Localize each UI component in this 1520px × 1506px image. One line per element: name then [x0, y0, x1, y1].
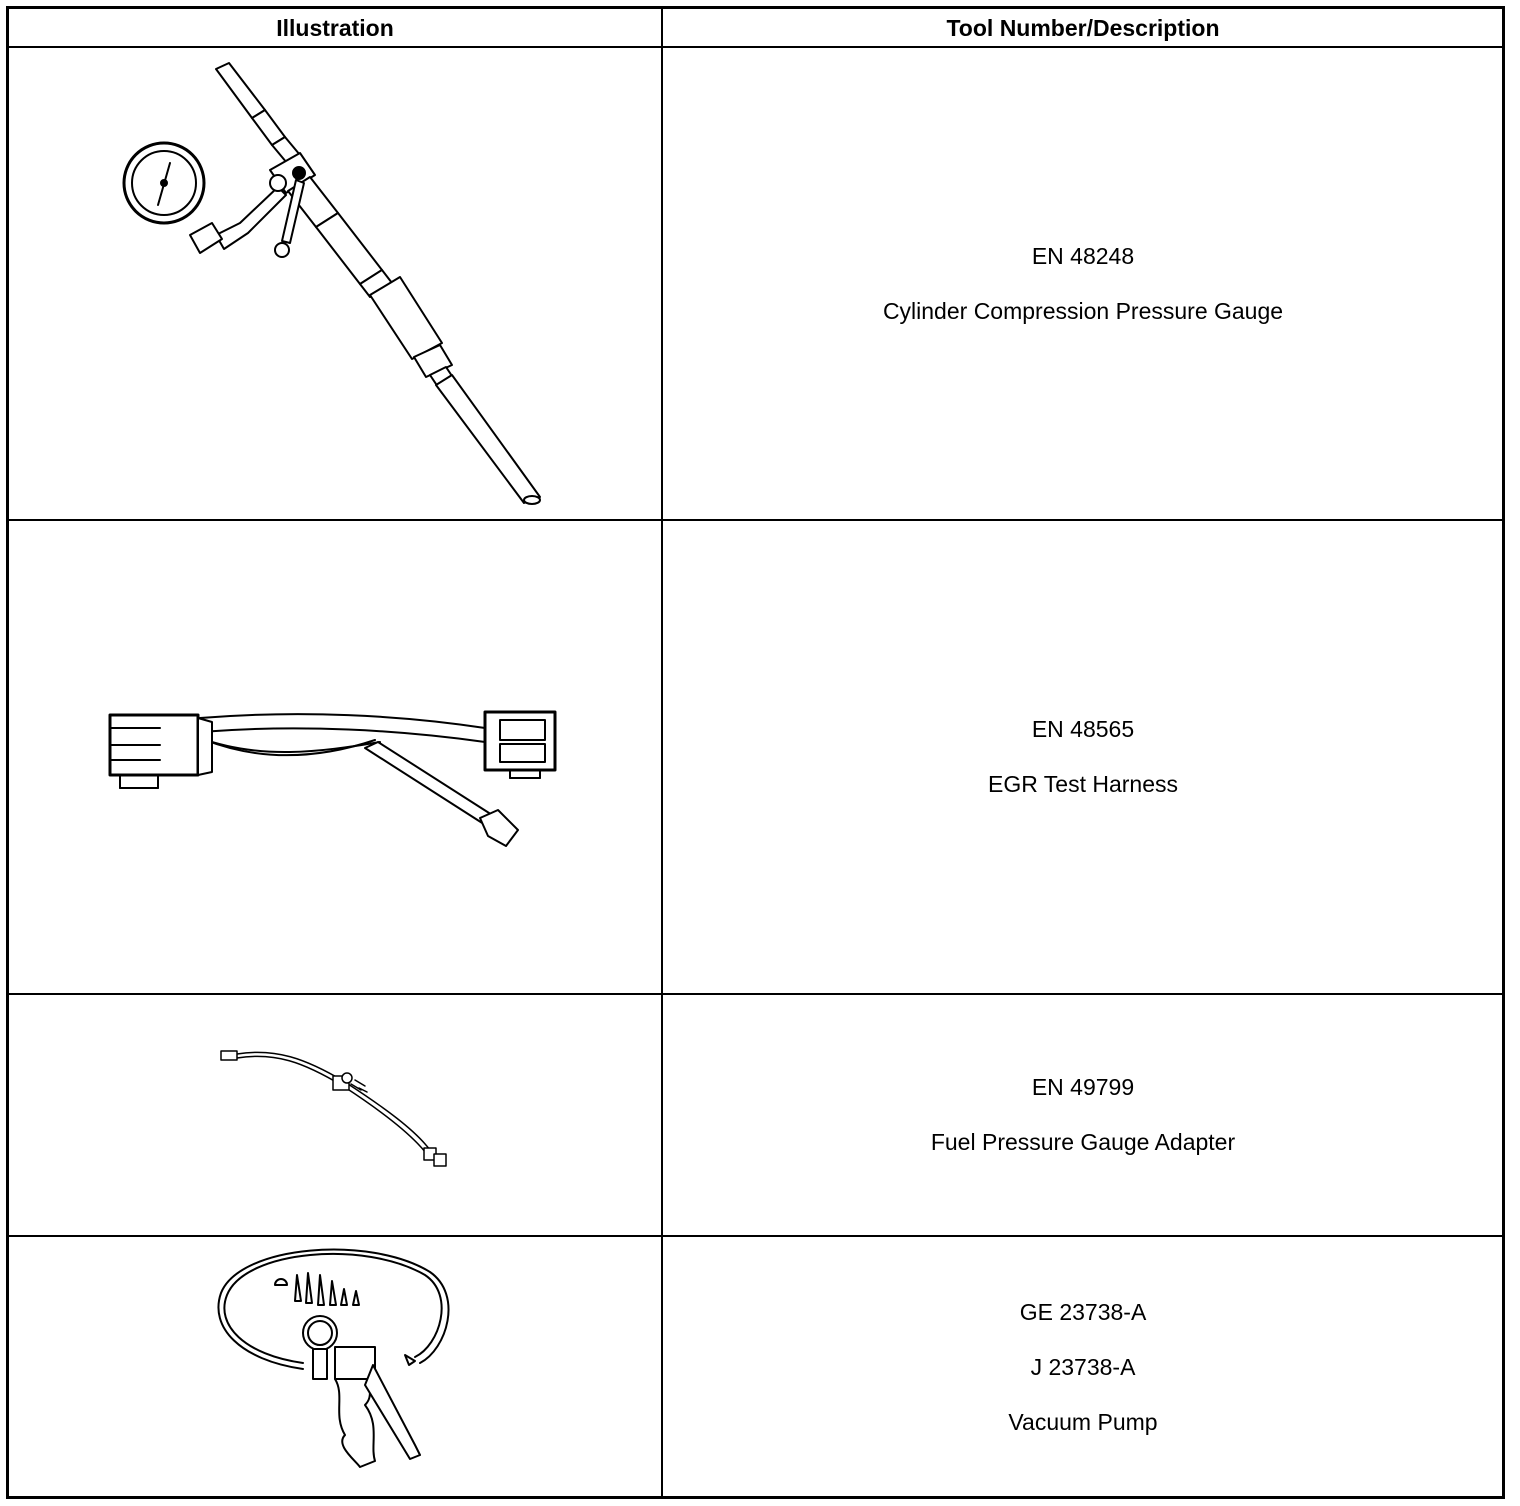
tool-description: Vacuum Pump — [1008, 1408, 1158, 1435]
header-tool-description: Tool Number/Description — [946, 14, 1220, 41]
vacuum-pump-icon — [215, 1245, 465, 1475]
cylinder-compression-gauge-icon — [100, 55, 560, 515]
tool-description: Fuel Pressure Gauge Adapter — [930, 1129, 1236, 1155]
header-divider — [6, 46, 1505, 48]
row-3-description: EN 49799 Fuel Pressure Gauge Adapter — [663, 995, 1503, 1235]
tool-number: EN 48565 — [1031, 716, 1135, 742]
tool-number: GE 23738-A — [1019, 1298, 1147, 1325]
row-divider — [6, 1235, 1505, 1237]
row-divider — [6, 993, 1505, 995]
egr-test-harness-icon — [100, 700, 570, 860]
column-divider — [661, 6, 663, 1499]
tool-number-alternate: J 23738-A — [1030, 1353, 1136, 1380]
row-divider — [6, 519, 1505, 521]
fuel-pressure-adapter-icon — [215, 1040, 455, 1175]
tool-description: Cylinder Compression Pressure Gauge — [882, 297, 1284, 324]
row-1-description: EN 48248 Cylinder Compression Pressure G… — [663, 48, 1503, 519]
header-illustration: Illustration — [276, 14, 394, 41]
row-4-description: GE 23738-A J 23738-A Vacuum Pump — [663, 1237, 1503, 1497]
tool-description: EGR Test Harness — [987, 771, 1179, 797]
tool-table — [6, 6, 1505, 1499]
row-2-description: EN 48565 EGR Test Harness — [663, 521, 1503, 993]
tool-number: EN 48248 — [1031, 242, 1135, 269]
tool-number: EN 49799 — [1031, 1074, 1135, 1100]
